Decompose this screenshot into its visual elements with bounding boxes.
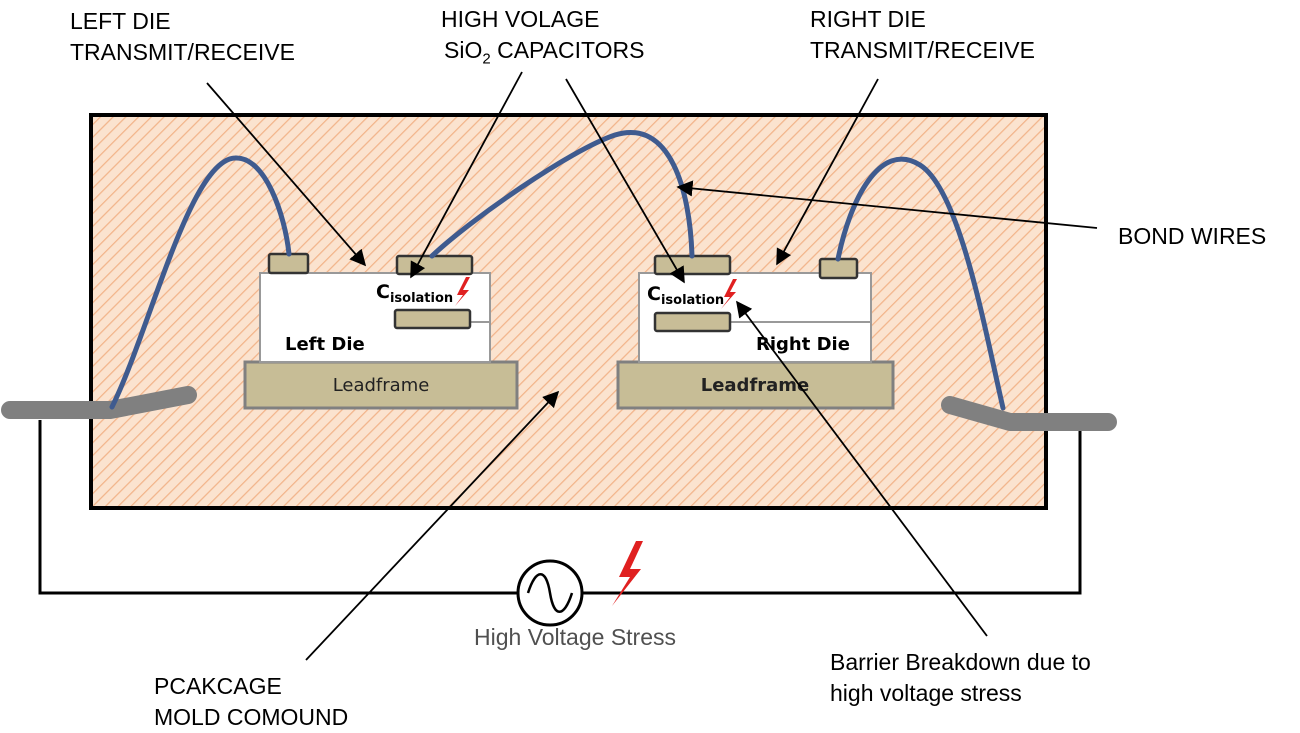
arrow-mold-compound [305,390,560,661]
left-cap-spark-icon [455,277,470,306]
sine-wave-icon [526,573,574,613]
hv-circuit [38,420,1082,627]
right-die-label: Right Die [756,334,850,355]
circuit-wire-left [38,420,518,595]
arrow-right-die-tx [776,78,879,266]
callout-hv-capacitors-line2: SiO2 CAPACITORS [444,37,645,68]
callout-barrier-breakdown: Barrier Breakdown due to high voltage st… [830,649,1091,706]
spark-icon [612,541,643,606]
leadframe-right [616,360,895,410]
bond-wire-right-lead [835,156,1006,411]
circuit-wire-right [582,428,1082,595]
bond-wire-left-lead [109,155,292,410]
arrow-hv-cap-right [565,78,685,284]
leadframe-left [243,360,519,410]
cap-plate-left-top [395,254,474,276]
pad-left-die-tx [267,252,310,275]
cap-plate-right-bottom [653,311,732,333]
lead-left [1,386,197,419]
leadframe-left-label: Leadframe [333,375,430,396]
callout-hv-capacitors: HIGH VOLAGE SiO2 CAPACITORS [441,4,644,75]
callout-left-die-transmit-receive: LEFT DIE TRANSMIT/RECEIVE [70,8,295,65]
arrow-breakdown [736,300,988,637]
arrow-hv-cap-left [410,71,523,279]
left-die-label: Left Die [285,334,365,355]
package-mold-compound [89,113,1048,510]
right-cap-label: Cisolation [647,283,724,308]
right-cap-spark-icon [721,279,737,309]
lead-right [941,396,1117,431]
pad-right-die-tx [818,257,859,280]
callout-right-die-transmit-receive: RIGHT DIE TRANSMIT/RECEIVE [810,6,1035,63]
callout-bond-wires: BOND WIRES [1118,223,1267,249]
cap-plate-right-top [653,254,732,276]
leadframe-right-label: Leadframe [701,375,810,396]
callout-package-mold-compound: PCAKCAGE MOLD COMOUND [154,673,349,730]
arrow-left-die-tx [206,82,367,267]
cap-plate-left-bottom [393,308,472,330]
arrow-bond-wires [676,180,1098,229]
high-voltage-stress-label: High Voltage Stress [474,624,677,650]
left-cap-label: Cisolation [376,281,453,306]
